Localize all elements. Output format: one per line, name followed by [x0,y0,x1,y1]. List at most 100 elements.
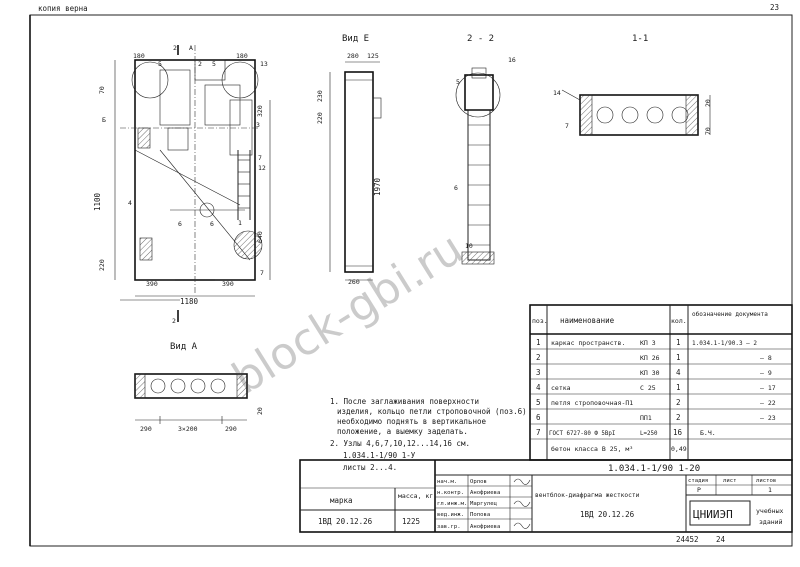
row7-name: ГОСТ 6727-80 Ф 5ВрI [549,431,615,437]
col-header-pos: поз. [532,317,548,325]
dim-320: 320 [256,105,264,117]
callout-7b: 7 [260,269,264,277]
row2-qty: 1 [676,353,681,362]
note1-line3: необходимо поднять в вертикальное [337,417,486,426]
role-5: зав.гр. [437,524,461,530]
dim-20-r: 20 [704,99,712,107]
row6-pos: 6 [536,413,541,422]
row7-doc: Б.Ч. [700,429,716,437]
dim-390-right: 390 [222,280,234,288]
dim-180-left: 180 [133,52,145,60]
org-sub1: учебных [756,507,783,515]
row4-mark: С 25 [640,384,656,392]
row5-qty: 2 [676,398,681,407]
row8-qty: 0,49 [671,445,687,453]
note2-line3: листы 2...4. [343,463,397,472]
row6-qty: 2 [676,413,681,422]
dim-125: 125 [367,52,379,60]
stage-header: стадия [688,478,708,484]
callout-7c: 7 [565,122,569,130]
row3-mark: КП 30 [640,369,660,377]
row4-doc: — 17 [760,384,776,392]
mark-header: марка [330,496,353,505]
col-header-qty: кол. [671,317,687,325]
dim-180-right: 180 [236,52,248,60]
dim-220-e: 220 [316,112,324,124]
mass-header: масса, кг [398,492,433,500]
callout-2: 2 [173,44,177,52]
row1-qty: 1 [676,338,681,347]
callout-6b: 6 [210,220,214,228]
note2-line2: 1.034.1-1/90 1-У [343,451,416,460]
row1-doc: 1.034.1-1/90.3 — 2 [692,340,757,347]
row1-name: каркас пространств. [551,339,625,347]
role-3-name: Маргулец [470,501,498,507]
product-mark: 1ВД 20.12.26 [580,510,635,519]
role-2-name: Анофриева [470,490,500,496]
inv-number: 24452 [676,535,699,544]
doc-code: 1.034.1-1/90 1-20 [608,464,700,474]
role-4-name: Попова [470,512,490,518]
row5-pos: 5 [536,398,541,407]
stage-value: Р [697,486,701,494]
dim-290-right: 290 [225,425,237,433]
row7-mark: L=250 [640,431,658,437]
row3-qty: 4 [676,368,681,377]
row3-doc: — 9 [760,369,772,377]
row4-qty: 1 [676,383,681,392]
sheets-header: листов [756,478,776,484]
sheet-header: лист [723,478,736,484]
row2-doc: — 8 [760,354,772,362]
view-e-title: Вид Е [342,34,369,44]
dim-3x200: 3×200 [178,425,198,433]
notes: 1. После заглаживания поверхности издели… [330,397,527,472]
callout-1: 1 [238,219,242,227]
section-1-1-drawing [561,89,711,136]
callout-A: А [189,44,193,52]
callout-14: 14 [553,89,561,97]
callout-6c: 6 [454,184,458,192]
role-3: гл.инж.м. [437,501,467,507]
dim-390-left: 390 [146,280,158,288]
callout-2b: 2 [198,60,202,68]
page-number: 24 [716,535,726,544]
role-1-name: Орлов [470,479,487,485]
view-e-drawing [329,61,382,281]
note2-line1: 2. Узлы 4,6,7,10,12...14,16 см. [330,439,470,448]
role-4: вед.инж. [437,512,464,518]
callout-13: 13 [260,60,268,68]
callout-7: 7 [258,154,262,162]
spec-table [529,304,793,461]
dim-260: 260 [348,278,360,286]
callout-2c: 2 [172,317,176,325]
view-a-drawing [134,373,248,424]
role-5-name: Анофриева [470,524,500,530]
dim-1180: 1180 [180,297,199,306]
org-logo [689,500,751,526]
row5-name: петля строповочная-П1 [551,399,633,407]
dim-290-left: 290 [140,425,152,433]
dim-640: 640 [256,231,264,243]
callout-5b: 5 [212,60,216,68]
dim-230: 230 [316,90,324,102]
col-header-doc: обозначение документа [692,311,768,318]
row3-pos: 3 [536,368,541,377]
row4-pos: 4 [536,383,541,392]
section-2-2-drawing [455,67,501,265]
view-a-title: Вид А [170,342,198,352]
copy-label: копия верна [38,4,88,13]
row6-doc: — 23 [760,414,776,422]
section-1-1-title: 1-1 [632,34,648,44]
sheets-value: 1 [768,486,772,494]
row2-mark: КП 26 [640,354,660,362]
callout-B: Б [102,116,106,124]
row5-doc: — 22 [760,399,776,407]
col-header-name: наименование [560,316,615,325]
dim-1100: 1100 [93,192,102,211]
note1-line4: положение, а выемку заделать. [337,427,468,436]
row2-pos: 2 [536,353,541,362]
note1-line1: 1. После заглаживания поверхности [330,397,479,406]
dim-70: 70 [98,86,106,94]
section-2-2-title: 2 - 2 [467,34,494,44]
